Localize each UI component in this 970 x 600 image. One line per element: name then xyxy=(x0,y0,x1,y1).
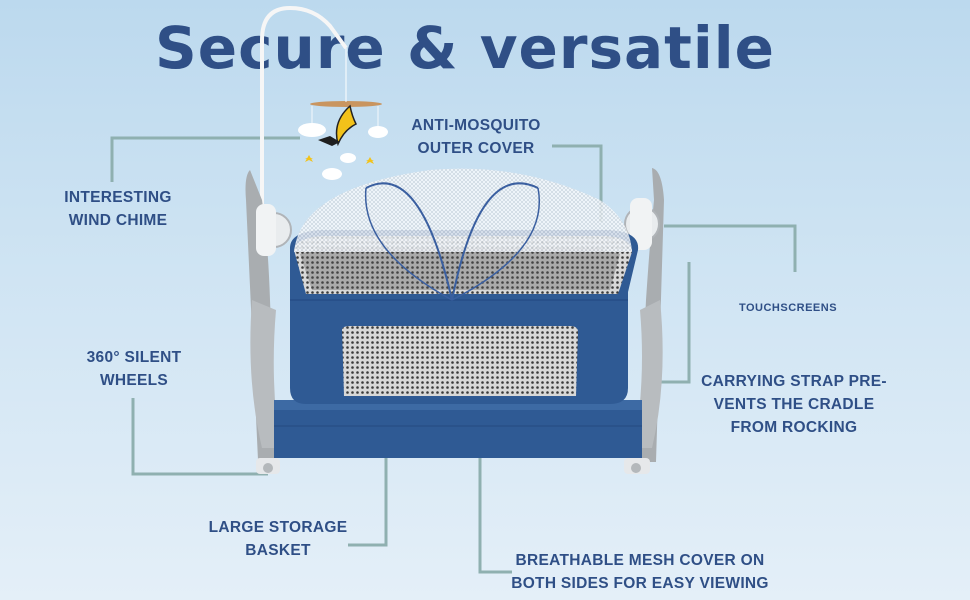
leader-touchscreens xyxy=(664,224,797,272)
callout-mosquito-cover: ANTI-MOSQUITO OUTER COVER xyxy=(411,117,541,157)
cradle-body xyxy=(290,230,639,404)
mobile-arm xyxy=(260,5,348,230)
leader-lines xyxy=(110,136,797,574)
leader-mosquito xyxy=(552,144,603,222)
callout-touchscreens: TOUCHSCREENS xyxy=(738,302,838,314)
callout-wind-chime: INTERESTING WIND CHIME xyxy=(64,189,172,229)
leader-basket xyxy=(348,458,388,547)
mosquito-net xyxy=(294,168,632,301)
callout-storage-basket: LARGE STORAGE BASKET xyxy=(208,519,348,559)
left-frame xyxy=(245,170,292,474)
callout-wheels: 360° SILENT WHEELS xyxy=(86,349,182,389)
callout-mesh-cover: BREATHABLE MESH COVER ON BOTH SIDES FOR … xyxy=(511,552,769,592)
page-title: Secure & versatile xyxy=(155,14,775,82)
leader-wheels xyxy=(131,398,268,476)
leader-mesh xyxy=(478,440,512,574)
storage-basket xyxy=(274,400,642,458)
leader-wind-chime xyxy=(110,136,300,182)
wind-chime xyxy=(298,48,388,180)
callout-carrying-strap: CARRYING STRAP PRE- VENTS THE CRADLE FRO… xyxy=(701,373,887,436)
